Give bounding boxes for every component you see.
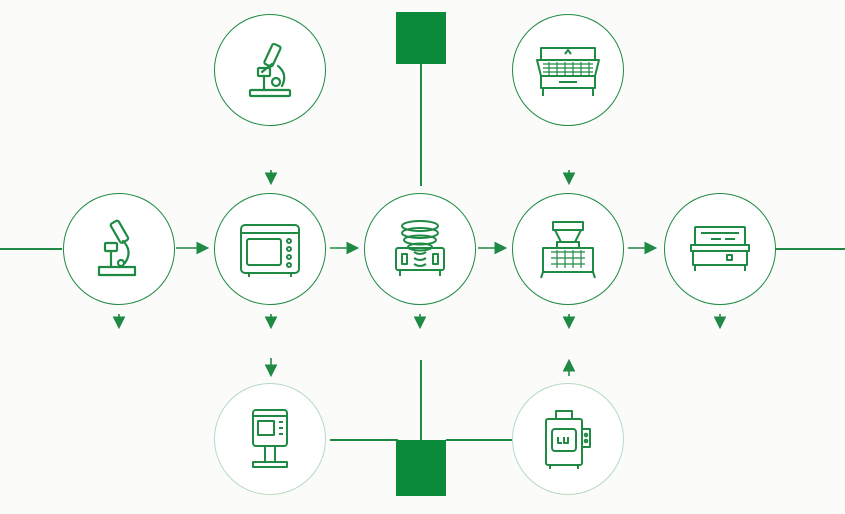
node-bottom-left: [214, 383, 326, 495]
left-input-line: [0, 248, 62, 250]
node-bottom-right: [512, 383, 624, 495]
hopper-sieve-icon: [535, 218, 601, 280]
node-row-4: [512, 193, 624, 305]
dryer-cabinet-icon: [540, 407, 596, 471]
bottom-block-connector: [420, 360, 422, 440]
microscope-icon: [242, 38, 298, 102]
top-square-block: [396, 12, 446, 64]
microscope-icon: [91, 217, 147, 281]
sieve-shaker-icon: [533, 40, 603, 100]
bottom-right-connector: [446, 439, 512, 441]
top-block-connector: [420, 64, 422, 186]
bottom-square-block: [396, 440, 446, 496]
analyzer-terminal-icon: [245, 406, 295, 472]
spring-press-icon: [390, 218, 450, 280]
node-row-3: [364, 193, 476, 305]
oven-icon: [235, 219, 305, 279]
node-row-5: [664, 193, 776, 305]
bottom-left-connector: [330, 439, 398, 441]
node-top-right: [512, 14, 624, 126]
node-top-left: [214, 14, 326, 126]
right-output-line: [775, 248, 845, 250]
node-row-2: [214, 193, 326, 305]
conveyor-machine-icon: [687, 221, 753, 277]
node-row-1: [63, 193, 175, 305]
